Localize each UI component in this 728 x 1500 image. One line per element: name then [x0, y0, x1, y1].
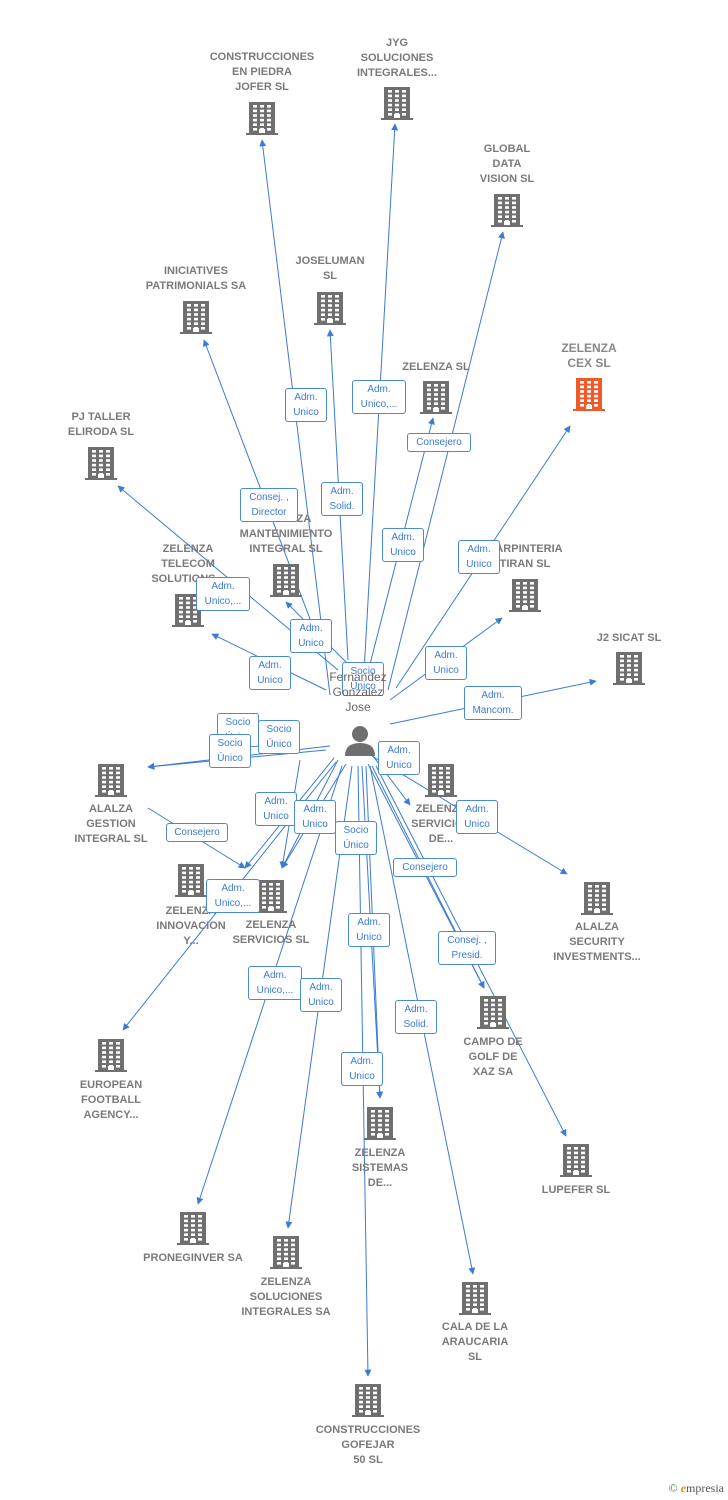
relation-label[interactable]: Consej. , Director [240, 488, 298, 522]
copyright-symbol: © [668, 1481, 678, 1495]
building-icon [560, 1144, 592, 1177]
person-icon[interactable] [345, 726, 375, 756]
relation-label[interactable]: Adm. Unico [285, 388, 327, 422]
relation-label[interactable]: Consejero [166, 823, 228, 842]
brand-name: mpresia [686, 1481, 724, 1495]
building-icon [270, 1236, 302, 1269]
relation-label[interactable]: Adm. Unico,... [352, 380, 406, 414]
company-label[interactable]: LUPEFER SL [541, 1184, 611, 1196]
company-label[interactable]: INICIATIVES PATRIMONIALS SA [145, 265, 247, 292]
building-icon [246, 102, 278, 135]
company-label[interactable]: ZELENZA TELECOM SOLUTIONS... [151, 543, 225, 585]
company-label[interactable]: PRONEGINVER SA [143, 1252, 243, 1264]
relation-label[interactable]: Socio Único [209, 734, 251, 768]
relation-label[interactable]: Adm. Unico [378, 741, 420, 775]
company-label[interactable]: GLOBAL DATA VISION SL [479, 143, 535, 185]
company-label[interactable]: PJ TALLER ELIRODA SL [67, 411, 135, 438]
relation-label[interactable]: Adm. Unico [456, 800, 498, 834]
building-icon [459, 1282, 491, 1315]
relation-label[interactable]: Adm. Unico [382, 528, 424, 562]
company-label[interactable]: ZELENZA SERVICIOS DE... [411, 803, 471, 845]
building-icon [314, 292, 346, 325]
building-icon [509, 579, 541, 612]
building-icon [420, 381, 452, 414]
building-icon [180, 301, 212, 334]
relation-label[interactable]: Consejero [407, 433, 471, 452]
relation-label[interactable]: Adm. Unico [341, 1052, 383, 1086]
building-icon [364, 1107, 396, 1140]
company-label[interactable]: J2 SICAT SL [596, 632, 662, 644]
company-label[interactable]: CALA DE LA ARAUCARIA SL [441, 1321, 509, 1363]
building-icon [255, 880, 287, 913]
relation-label[interactable]: Adm. Unico,... [248, 966, 302, 1000]
relation-label[interactable]: Adm. Unico,... [206, 879, 260, 913]
relation-label[interactable]: Socio Único [335, 821, 377, 855]
company-label[interactable]: ZELENZA SOLUCIONES INTEGRALES SA [241, 1276, 331, 1318]
building-icon [85, 447, 117, 480]
company-label[interactable]: ALALZA GESTION INTEGRAL SL [74, 803, 148, 845]
edge-line [369, 751, 411, 806]
company-label[interactable]: JYG SOLUCIONES INTEGRALES... [356, 37, 438, 79]
company-label[interactable]: ZELENZA INNOVACION Y... [156, 905, 226, 947]
relation-label[interactable]: Adm. Solid. [395, 1000, 437, 1034]
building-icon [613, 652, 645, 685]
relation-label[interactable]: Consej. , Presid. [438, 931, 496, 965]
building-icon [95, 764, 127, 797]
relation-label[interactable]: Adm. Unico [300, 978, 342, 1012]
company-label[interactable]: CARPINTERIA TIRAN SL [487, 543, 563, 570]
relation-label[interactable]: Adm. Unico [294, 800, 336, 834]
company-label[interactable]: CAMPO DE GOLF DE XAZ SA [463, 1036, 523, 1078]
relation-label[interactable]: Consejero [393, 858, 457, 877]
nodes-layer [85, 87, 645, 1417]
relation-label[interactable]: Adm. Unico [249, 656, 291, 690]
relation-label[interactable]: Adm. Solid. [321, 482, 363, 516]
relation-label[interactable]: Adm. Unico [458, 540, 500, 574]
relation-label[interactable]: Socio Único [258, 720, 300, 754]
company-label[interactable]: CONSTRUCCIONES GOFEJAR 50 SL [315, 1424, 421, 1466]
relation-label[interactable]: Adm. Mancom. [464, 686, 522, 720]
company-label[interactable]: ZELENZA SERVICIOS SL [232, 919, 310, 946]
building-icon [352, 1384, 384, 1417]
building-icon [175, 864, 207, 897]
company-label[interactable]: CONSTRUCCIONES EN PIEDRA JOFER SL [209, 51, 315, 93]
company-label[interactable]: JOSELUMAN SL [295, 255, 365, 282]
building-icon [477, 996, 509, 1029]
building-icon [95, 1039, 127, 1072]
company-label[interactable]: EUROPEAN FOOTBALL AGENCY... [79, 1079, 143, 1121]
company-label[interactable]: ZELENZA SL [402, 361, 470, 373]
building-icon [177, 1212, 209, 1245]
relation-label[interactable]: Adm. Unico [290, 619, 332, 653]
relation-label[interactable]: Adm. Unico,... [196, 577, 250, 611]
building-icon [270, 564, 302, 597]
building-icon [381, 87, 413, 120]
company-label[interactable]: ZELENZA CEX SL [561, 341, 617, 370]
building-icon [491, 194, 523, 227]
edge-line [387, 231, 505, 691]
brand-initial: e [680, 1481, 686, 1495]
company-label[interactable]: ALALZA SECURITY INVESTMENTS... [553, 921, 641, 963]
company-label[interactable]: ZELENZA SISTEMAS DE... [351, 1147, 409, 1189]
building-icon [581, 882, 613, 915]
building-icon [573, 378, 605, 411]
relation-label[interactable]: Socio Único [342, 662, 384, 696]
relation-label[interactable]: Adm. Unico [348, 913, 390, 947]
building-icon [425, 764, 457, 797]
relation-label[interactable]: Adm. Unico [425, 646, 467, 680]
relation-label[interactable]: Adm. Unico [255, 792, 297, 826]
center-person-label[interactable]: Fernandez Gonzalez Jose [329, 670, 387, 714]
brand-logo: © empresia [669, 1481, 724, 1496]
